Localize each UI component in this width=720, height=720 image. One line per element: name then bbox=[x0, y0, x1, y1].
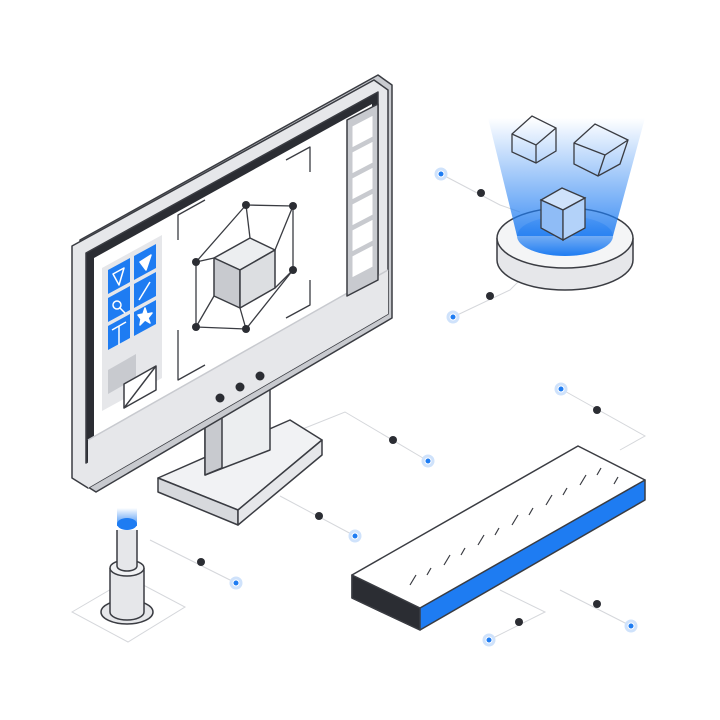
junction-dot bbox=[477, 189, 485, 197]
canvas-crop-frame bbox=[177, 146, 311, 381]
sensor-button bbox=[70, 508, 187, 643]
floating-cube-icon bbox=[511, 115, 557, 164]
monitor-indicator-dots bbox=[215, 371, 265, 403]
junction-dot bbox=[515, 618, 523, 626]
junction-dot bbox=[197, 558, 205, 566]
wireframe-cube-icon bbox=[192, 201, 297, 333]
junction-dot bbox=[593, 406, 601, 414]
connector-nodes bbox=[197, 167, 638, 647]
color-swatch bbox=[108, 354, 136, 394]
junction-dot bbox=[486, 292, 494, 300]
floating-cube-icon bbox=[573, 123, 629, 177]
layer-strip bbox=[346, 103, 379, 297]
select-arrow-icon bbox=[108, 258, 130, 294]
sensor-lower-body bbox=[109, 568, 145, 621]
monitor bbox=[71, 74, 393, 493]
connector-lines bbox=[149, 173, 647, 641]
junction-dot bbox=[315, 512, 323, 520]
ruler-ticks bbox=[409, 467, 619, 586]
junction-dot bbox=[389, 436, 397, 444]
hologram-beam bbox=[488, 118, 645, 236]
projected-cube-icon bbox=[539, 187, 587, 242]
ruler-keyboard bbox=[351, 445, 646, 631]
stand-base-side bbox=[237, 439, 323, 526]
keyboard-top bbox=[351, 445, 646, 609]
hologram-projector bbox=[488, 115, 645, 291]
junction-dot bbox=[593, 600, 601, 608]
sensor-upper-body bbox=[116, 530, 138, 572]
monitor-chin bbox=[88, 270, 388, 488]
